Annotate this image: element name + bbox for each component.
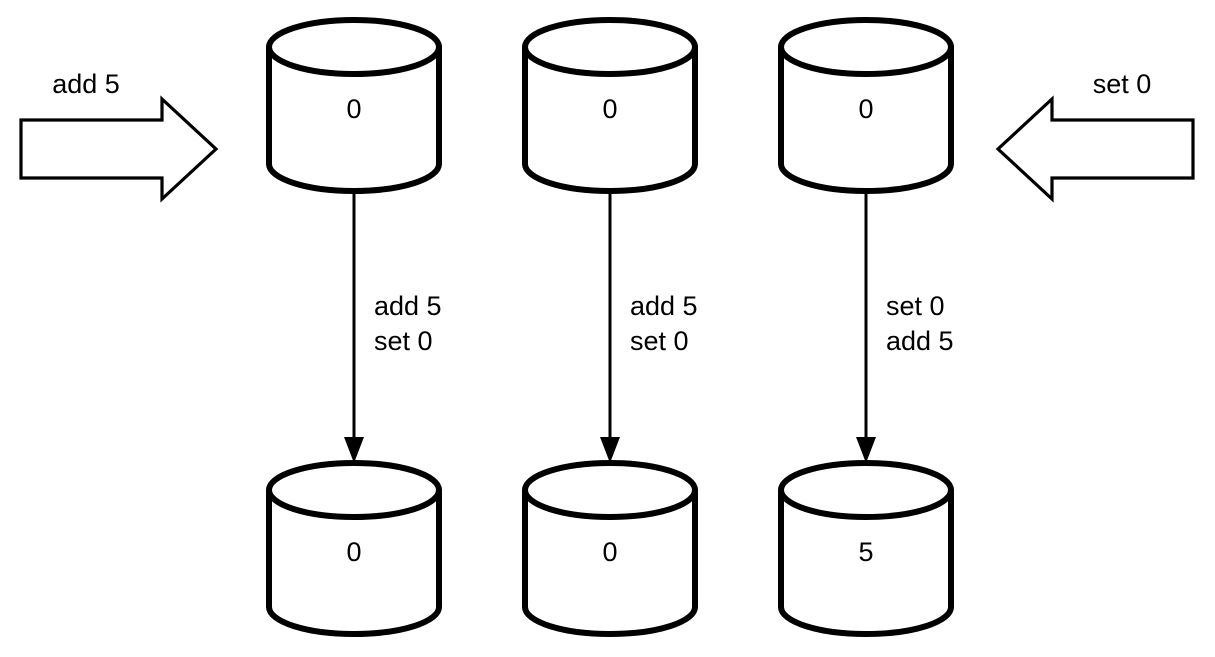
input-arrow-right-label: set 0 xyxy=(1093,69,1152,99)
block-arrow-left-icon xyxy=(995,95,1195,203)
replica-2-top-value: 0 xyxy=(602,94,617,124)
block-arrow-right-icon xyxy=(19,95,219,203)
arrowhead-down-icon xyxy=(344,437,364,463)
input-arrow-left[interactable]: add 5 xyxy=(19,69,219,203)
cylinder-top-ellipse xyxy=(522,460,698,520)
replica-2-edge-label-line1: add 5 xyxy=(630,291,698,321)
cylinder-top-ellipse xyxy=(778,17,954,77)
replica-1-bottom-value: 0 xyxy=(346,537,361,567)
input-arrow-left-label: add 5 xyxy=(52,69,120,99)
cylinder-body xyxy=(778,487,954,637)
replica-3-top-value: 0 xyxy=(858,94,873,124)
cylinder-top-ellipse xyxy=(778,460,954,520)
cylinder-top-ellipse xyxy=(522,17,698,77)
replica-1-top-value: 0 xyxy=(346,94,361,124)
cylinder-top-ellipse xyxy=(266,460,442,520)
replica-1-top-node[interactable]: 0 xyxy=(266,17,442,194)
cylinder-body xyxy=(266,487,442,637)
replica-2-bottom-value: 0 xyxy=(602,537,617,567)
arrowhead-down-icon xyxy=(856,437,876,463)
replica-2-connector: add 5 set 0 xyxy=(600,190,698,463)
replica-3-edge-label-line1: set 0 xyxy=(886,291,945,321)
replica-2-top-node[interactable]: 0 xyxy=(522,17,698,194)
replica-3-bottom-value: 5 xyxy=(858,537,873,567)
cylinder-top-ellipse xyxy=(266,17,442,77)
replica-2-bottom-node[interactable]: 0 xyxy=(522,460,698,637)
replica-3-top-node[interactable]: 0 xyxy=(778,17,954,194)
replica-3-edge-label-line2: add 5 xyxy=(886,326,954,356)
replica-1-bottom-node[interactable]: 0 xyxy=(266,460,442,637)
replica-3-bottom-node[interactable]: 5 xyxy=(778,460,954,637)
replica-3-connector: set 0 add 5 xyxy=(856,190,954,463)
replica-1-edge-label-line2: set 0 xyxy=(374,326,433,356)
replica-1-edge-label-line1: add 5 xyxy=(374,291,442,321)
replica-2-edge-label-line2: set 0 xyxy=(630,326,689,356)
cylinder-body xyxy=(522,487,698,637)
input-arrow-right[interactable]: set 0 xyxy=(995,69,1195,203)
replica-1-connector: add 5 set 0 xyxy=(344,190,442,463)
arrowhead-down-icon xyxy=(600,437,620,463)
